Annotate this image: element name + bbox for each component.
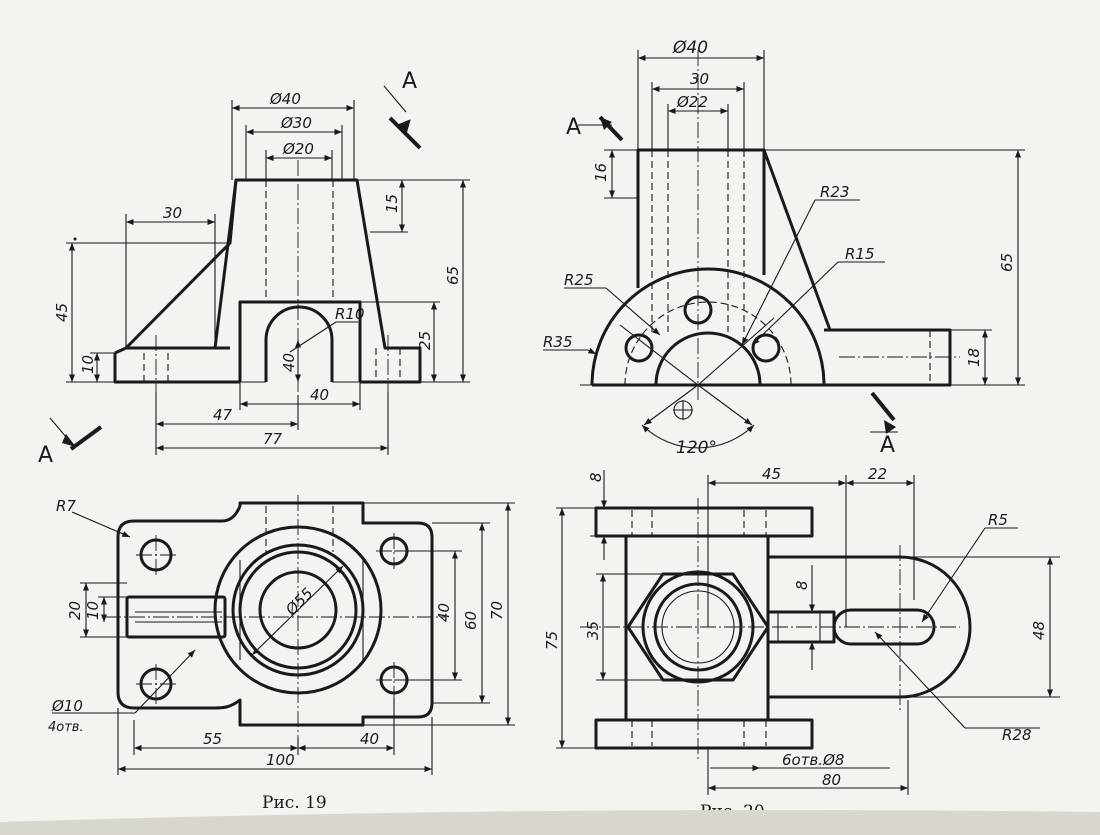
fig19-front-view — [113, 160, 422, 395]
dim-w100: 100 — [266, 751, 295, 769]
dim-w40b: 40 — [360, 730, 379, 748]
dim20-d22: Ø22 — [676, 93, 708, 111]
fig20-section-label-bottom: A — [880, 433, 895, 458]
dim-v60: 60 — [462, 611, 480, 630]
fig19-section-label-top: A — [402, 69, 417, 94]
dim-v70: 70 — [488, 601, 506, 620]
dim20-r35: R35 — [543, 333, 573, 351]
dim-h25: 25 — [416, 331, 434, 350]
dim-w30: 30 — [163, 204, 182, 222]
figure-19: Ø40 Ø30 Ø20 30 15 65 25 — [38, 69, 515, 813]
page-edge-shadow — [0, 809, 1100, 835]
dim20-r25: R25 — [564, 271, 594, 289]
fig20-top-view — [580, 498, 972, 760]
dim20-h75: 75 — [543, 631, 561, 650]
dim20-w30: 30 — [690, 70, 709, 88]
dim-w77: 77 — [263, 430, 283, 448]
dim-d30: Ø30 — [280, 114, 312, 132]
dim-d40: Ø40 — [269, 90, 301, 108]
fig20-section-marks: A A — [566, 115, 898, 458]
dim-d20: Ø20 — [282, 140, 314, 158]
dim20-h8: 8 — [587, 472, 605, 482]
dim20-d40: Ø40 — [672, 38, 708, 58]
dim-r10: R10 — [335, 305, 365, 323]
dim20-r15: R15 — [845, 245, 875, 263]
dim20-w45: 45 — [762, 465, 781, 483]
dim20-r28: R28 — [1002, 726, 1032, 744]
dim-w20: 20 — [66, 601, 84, 620]
fig19-front-dimensions: Ø40 Ø30 Ø20 30 15 65 25 — [53, 90, 470, 455]
dim20-h16: 16 — [592, 163, 610, 182]
dim-v40: 40 — [435, 603, 453, 622]
dim20-r23: R23 — [820, 183, 850, 201]
dim20-h18: 18 — [965, 348, 983, 367]
fig19-section-label-bottom: A — [38, 443, 53, 468]
fig20-front-dimensions: Ø40 30 Ø22 16 65 18 R23 R — [543, 38, 1025, 458]
dim20-w80: 80 — [822, 771, 841, 789]
fig19-section-marks: A A — [38, 69, 422, 468]
dim-h45: 45 — [53, 303, 71, 322]
dim-r7: R7 — [56, 497, 76, 515]
dim-h65: 65 — [444, 266, 462, 285]
fig20-front-view — [580, 50, 960, 449]
dim-w40: 40 — [310, 386, 329, 404]
fig20-section-label-top: A — [566, 115, 581, 140]
dim-w55: 55 — [203, 730, 222, 748]
dim-d55: Ø55 — [281, 584, 316, 619]
dim20-h65: 65 — [998, 253, 1016, 272]
dim20-v8: 8 — [793, 580, 811, 590]
dim-w47: 47 — [213, 406, 233, 424]
dim20-holes: 6отв.Ø8 — [782, 751, 844, 769]
figure-20: Ø40 30 Ø22 16 65 18 R23 R — [543, 38, 1060, 822]
dim20-r5: R5 — [988, 511, 1008, 529]
dim-hole-count: 4отв. — [48, 720, 84, 735]
dim-h40: 40 — [280, 353, 298, 372]
dim-hole-d: Ø10 — [51, 697, 83, 715]
dim-h15: 15 — [383, 194, 401, 213]
dim20-angle: 120° — [676, 438, 717, 458]
dim-w10: 10 — [84, 601, 102, 620]
dim20-v48: 48 — [1030, 621, 1048, 640]
dim-h10: 10 — [79, 355, 97, 374]
dim20-w22: 22 — [868, 465, 887, 483]
fig20-top-dimensions: 8 45 22 R5 75 35 8 48 — [543, 465, 1060, 795]
fig19-caption: Рис. 19 — [262, 793, 327, 813]
dim20-h35: 35 — [584, 621, 602, 640]
